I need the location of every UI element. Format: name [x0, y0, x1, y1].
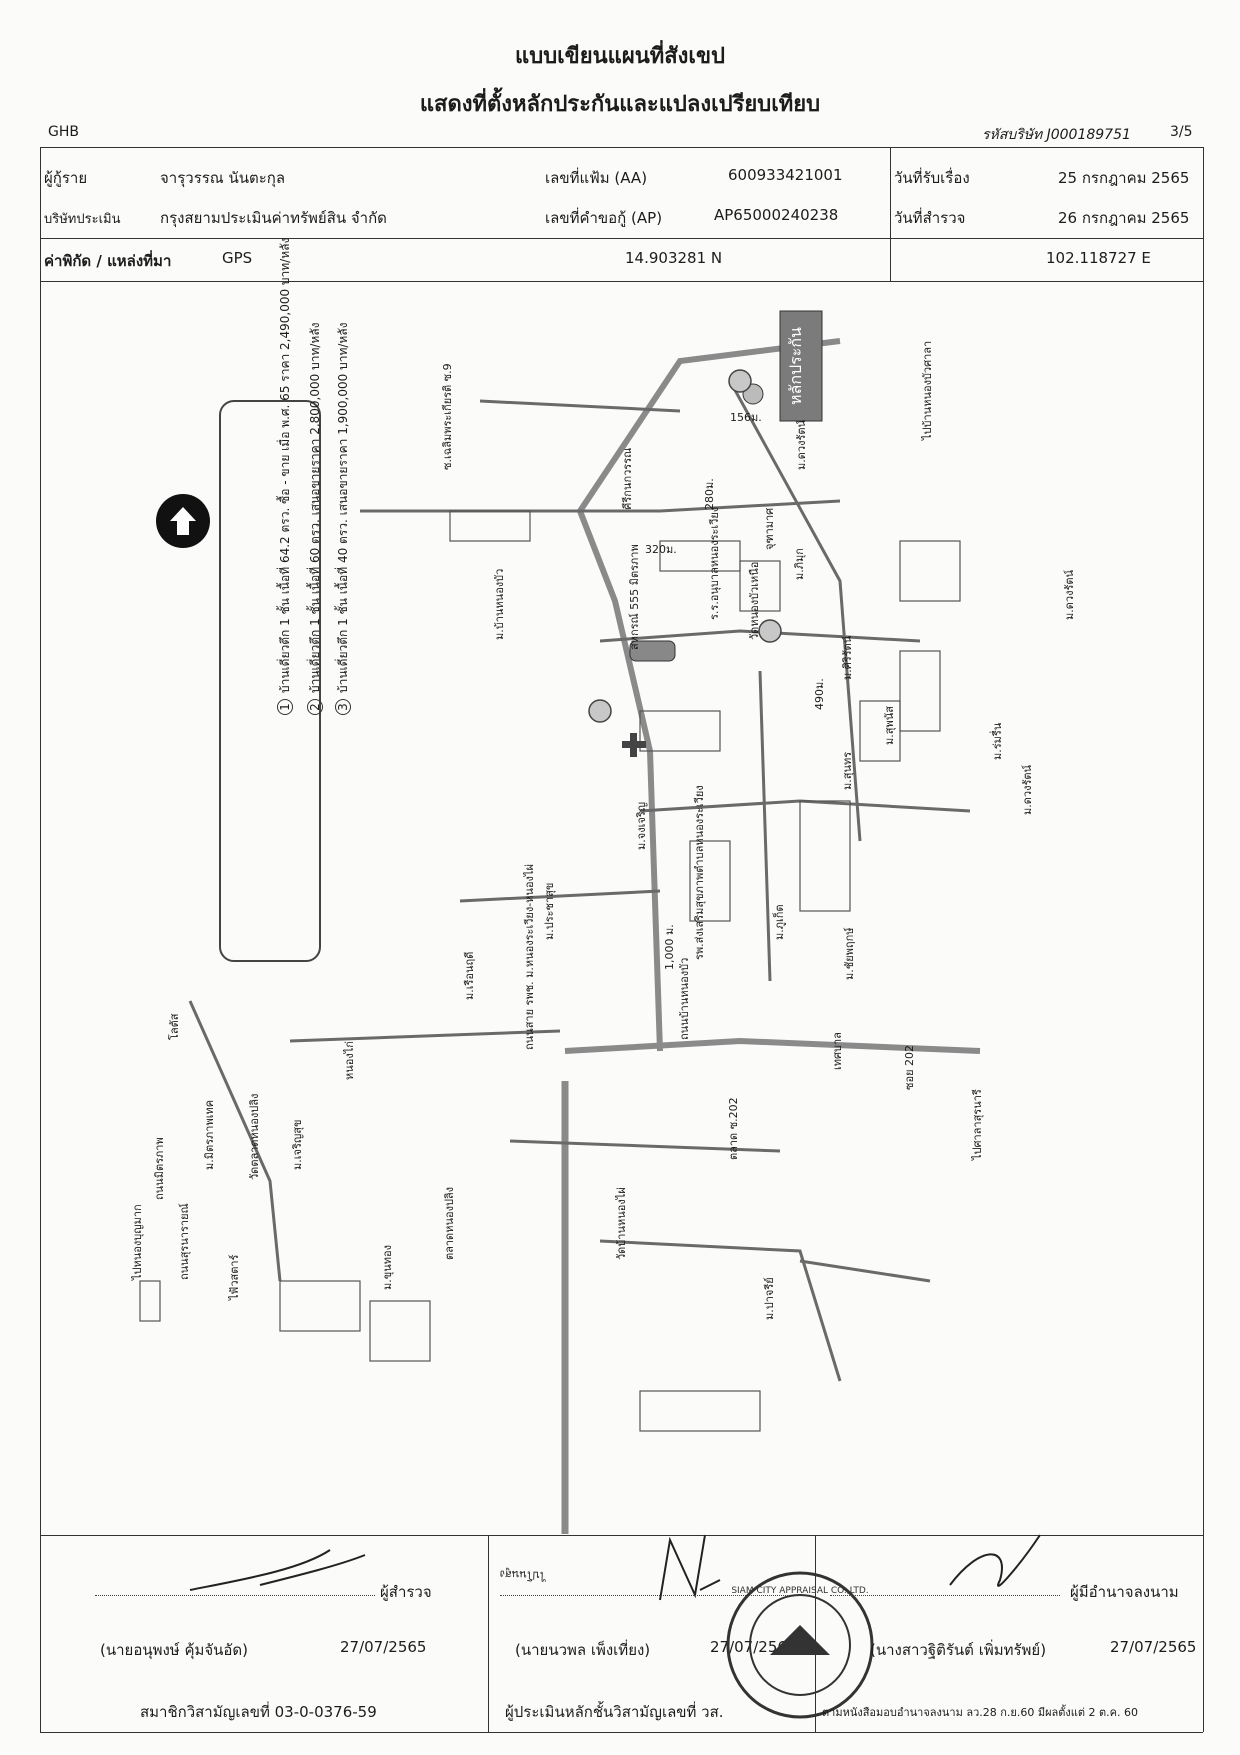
branch-road-4	[459, 889, 661, 903]
branch-road-2	[728, 380, 862, 842]
north-road	[360, 499, 841, 513]
received-label: วันที่รับเรื่อง	[894, 169, 970, 187]
stamp-text: SIAM CITY APPRAISAL CO.,LTD.	[731, 1586, 868, 1596]
branch-road-8	[188, 1000, 282, 1282]
gps-longitude: 102.118727 E	[1046, 249, 1151, 267]
surveyor-signature	[189, 1549, 366, 1591]
road-to-collateral	[576, 338, 841, 1052]
branch-road-7	[509, 1139, 781, 1153]
surveyor-license: สมาชิกวิสามัญเลขที่ 03-0-0376-59	[140, 1703, 377, 1721]
loan-no-label: เลขที่คำขอกู้ (AP)	[545, 209, 663, 227]
branch-road-5	[639, 799, 971, 813]
survey-label: วันที่สำรวจ	[894, 209, 966, 227]
company-stamp: SIAM CITY APPRAISAL CO.,LTD.	[726, 1571, 874, 1719]
legend-box	[219, 400, 321, 962]
north-arrow-icon	[156, 494, 210, 548]
building-blocks	[139, 510, 961, 1432]
branch-road-6	[758, 670, 772, 982]
collateral-marker: หลักประกัน	[742, 310, 823, 422]
west-road	[289, 1029, 561, 1043]
loan-no-value: AP65000240238	[714, 206, 839, 224]
surveyor-date: 27/07/2565	[340, 1638, 427, 1656]
collateral-label: หลักประกัน	[786, 327, 805, 405]
borrower-value: จารุวรรณ นันตะกุล	[160, 169, 286, 187]
comparison-markers	[588, 369, 782, 723]
branch-road-9	[599, 1239, 842, 1382]
appraiser-license: ผู้ประเมินหลักชั้นวิสามัญเลขที่ วส.	[505, 1703, 724, 1721]
borrower-label: ผู้กู้ราย	[44, 169, 88, 187]
gps-source: GPS	[222, 249, 253, 267]
appraiser-name: (นายนวพล เพ็งเที่ยง)	[515, 1641, 651, 1659]
branch-road-10	[799, 1259, 931, 1283]
main-road-horizontal	[564, 1037, 981, 1054]
appraiser-label: บริษัทประเมิน	[44, 212, 121, 227]
label-to-nonsung: ไปโนนสูง	[499, 1567, 546, 1583]
authorized-name: (นางสาวฐิติรันต์ เพิ่มทรัพย์)	[870, 1641, 1047, 1659]
appraiser-value: กรุงสยามประเมินค่าทรัพย์สิน จำกัด	[160, 209, 387, 227]
gps-label: ค่าพิกัด / แหล่งที่มา	[44, 252, 172, 270]
authorized-signature	[949, 1534, 1041, 1587]
company-code: รหัสบริษัท J000189751	[982, 127, 1131, 143]
authorized-note: ตามหนังสือมอบอำนาจลงนาม ลว.28 ก.ย.60 มีผ…	[822, 1706, 1139, 1719]
appraiser-signature	[659, 1534, 721, 1601]
gps-latitude: 14.903281 N	[625, 249, 723, 267]
received-value: 25 กรกฎาคม 2565	[1058, 169, 1190, 187]
authorized-role: ผู้มีอำนาจลงนาม	[1070, 1583, 1179, 1601]
bank-code: GHB	[48, 124, 79, 140]
document-subtitle: แสดงที่ตั้งหลักประกันและแปลงเปรียบเทียบ	[419, 92, 821, 117]
branch-road-3	[599, 629, 921, 643]
surveyor-role: ผู้สำรวจ	[380, 1583, 432, 1601]
file-no-label: เลขที่แฟ้ม (AA)	[545, 169, 648, 187]
survey-value: 26 กรกฎาคม 2565	[1058, 209, 1190, 227]
authorized-date: 27/07/2565	[1110, 1638, 1197, 1656]
page-number: 3/5	[1170, 124, 1193, 140]
location-map: หลักประกัน	[139, 310, 981, 1534]
document-title: แบบเขียนแผนที่สังเขป	[515, 44, 725, 69]
branch-road-1	[479, 399, 681, 413]
surveyor-name: (นายอนุพงษ์ คุ้มจันอัด)	[100, 1641, 249, 1659]
hospital-cross-icon	[622, 733, 646, 757]
file-no-value: 600933421001	[728, 166, 843, 184]
health-center-icon	[629, 640, 676, 662]
